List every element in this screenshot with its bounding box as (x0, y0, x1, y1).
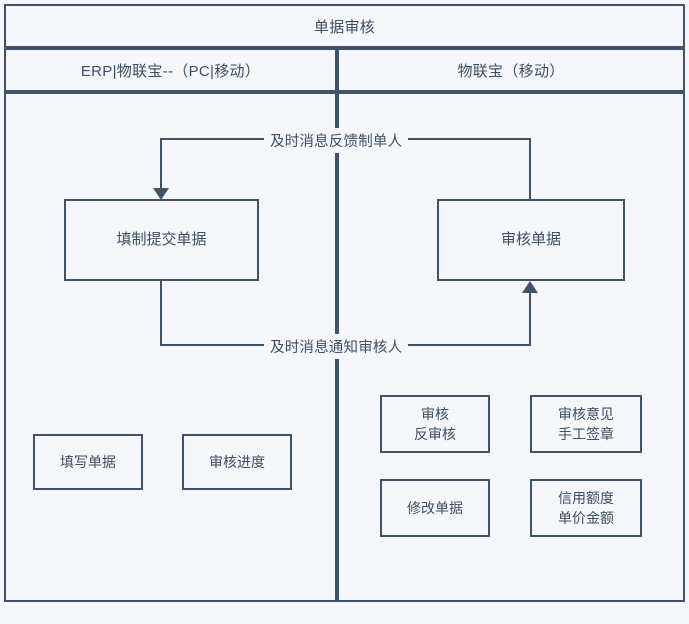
edge-label-feedback: 及时消息反馈制单人 (264, 128, 409, 153)
lane-header-left: ERP|物联宝--（PC|移动） (4, 48, 337, 92)
node-audit-progress-label: 审核进度 (209, 453, 265, 470)
node-audit-opinion-signature[interactable]: 审核意见 手工签章 (530, 395, 642, 453)
node-credit-limit-unit-price-line2: 单价金额 (558, 510, 614, 526)
edge-label-notify: 及时消息通知审核人 (264, 334, 409, 359)
edge-notify-segment-right (529, 292, 531, 346)
node-audit-opinion-signature-line1: 审核意见 (558, 405, 614, 422)
arrowhead-up-icon (522, 281, 538, 293)
node-fill-submit-document-label: 填制提交单据 (116, 231, 207, 249)
node-audit-document[interactable]: 审核单据 (437, 199, 625, 281)
node-audit-progress[interactable]: 审核进度 (182, 434, 292, 490)
lane-header-left-label: ERP|物联宝--（PC|移动） (80, 62, 261, 80)
arrowhead-down-icon (153, 188, 169, 200)
lane-header-right: 物联宝（移动） (337, 48, 685, 92)
page-title: 单据审核 (313, 18, 376, 36)
node-fill-submit-document[interactable]: 填制提交单据 (64, 199, 259, 281)
edge-feedback-segment-left (160, 138, 162, 190)
node-modify-document-label: 修改单据 (407, 499, 463, 516)
node-audit-document-label: 审核单据 (500, 231, 561, 249)
node-audit-opinion-signature-line2: 手工签章 (558, 426, 614, 442)
node-fill-form[interactable]: 填写单据 (33, 434, 143, 490)
node-audit-reverse-audit[interactable]: 审核 反审核 (380, 395, 490, 453)
diagram-title-cell: 单据审核 (4, 4, 685, 48)
node-audit-reverse-audit-line2: 反审核 (414, 426, 456, 442)
edge-notify-segment-left (160, 281, 162, 345)
node-fill-form-label: 填写单据 (60, 453, 116, 470)
node-credit-limit-unit-price[interactable]: 信用额度 单价金额 (530, 479, 642, 537)
lane-header-right-label: 物联宝（移动） (457, 62, 565, 80)
edge-feedback-segment-right (529, 138, 531, 200)
node-audit-reverse-audit-line1: 审核 (421, 405, 449, 422)
node-credit-limit-unit-price-line1: 信用额度 (558, 489, 614, 506)
node-modify-document[interactable]: 修改单据 (380, 479, 490, 537)
